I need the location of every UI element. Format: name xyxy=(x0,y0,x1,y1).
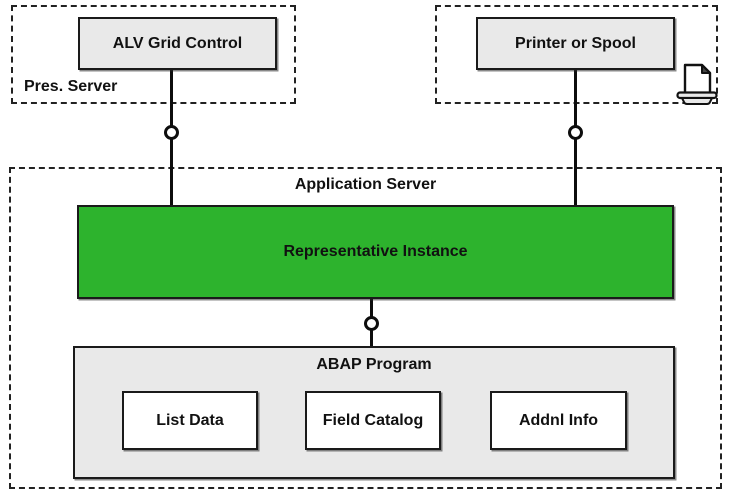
addnl-info-label: Addnl Info xyxy=(518,411,599,429)
printer-or-spool-label: Printer or Spool xyxy=(515,34,636,52)
representative-instance-label: Representative Instance xyxy=(283,243,468,260)
port-circle-middle xyxy=(364,316,379,331)
app-server-zone-label: Application Server xyxy=(294,176,437,193)
port-circle-left xyxy=(164,125,179,140)
list-data-label: List Data xyxy=(156,411,224,429)
field-catalog-node: Field Catalog xyxy=(305,391,441,450)
addnl-info-node: Addnl Info xyxy=(490,391,627,450)
abap-program-container: ABAP Program List Data Field Catalog Add… xyxy=(73,346,675,479)
representative-instance-node: Representative Instance xyxy=(77,205,674,299)
pres-server-zone-label: Pres. Server xyxy=(24,78,118,95)
abap-program-label: ABAP Program xyxy=(316,356,432,373)
printer-icon xyxy=(676,63,718,105)
field-catalog-label: Field Catalog xyxy=(322,411,424,429)
pres-server-zone: Pres. Server xyxy=(11,5,296,104)
port-circle-right xyxy=(568,125,583,140)
app-server-zone: Application Server xyxy=(9,167,722,489)
alv-grid-control-node: ALV Grid Control xyxy=(78,17,277,70)
list-data-node: List Data xyxy=(122,391,258,450)
printer-or-spool-node: Printer or Spool xyxy=(476,17,675,70)
alv-grid-control-label: ALV Grid Control xyxy=(112,34,243,52)
